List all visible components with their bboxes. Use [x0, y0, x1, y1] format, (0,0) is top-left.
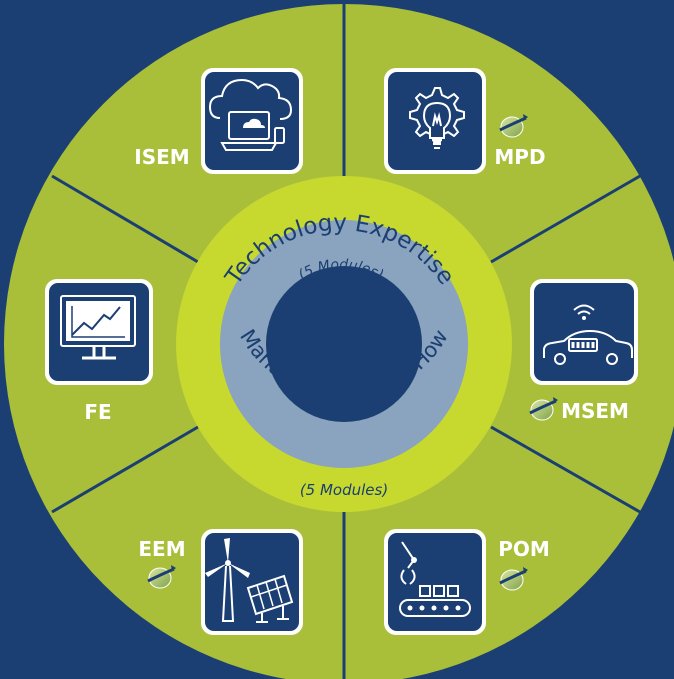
module-pom[interactable]: POM — [384, 529, 550, 635]
module-label: FE — [84, 400, 111, 424]
module-label: MSEM — [561, 399, 629, 423]
globe-icon — [499, 114, 528, 138]
module-mpd[interactable]: MPD — [384, 68, 546, 174]
wind-solar-icon — [205, 538, 294, 623]
wheel-dividers — [51, 0, 641, 679]
module-fe[interactable]: FE — [45, 279, 153, 424]
module-msem[interactable]: MSEM — [529, 279, 638, 423]
globe-icon — [499, 567, 528, 591]
module-label: EEM — [138, 537, 185, 561]
management-modules-count: (5 Modules) — [300, 481, 388, 499]
globe-icon — [147, 565, 176, 589]
module-label: POM — [498, 537, 550, 561]
robot-conveyor-icon — [399, 541, 471, 617]
center-circle — [266, 266, 422, 422]
connected-car-icon — [543, 304, 633, 365]
module-eem[interactable]: EEM — [138, 529, 303, 635]
globe-icon — [529, 397, 558, 421]
module-isem[interactable]: ISEM — [134, 68, 303, 174]
module-label: MPD — [494, 145, 545, 169]
monitor-chart-icon — [60, 295, 136, 360]
module-label: ISEM — [134, 145, 189, 169]
cloud-laptop-icon — [208, 78, 293, 151]
lightbulb-gear-icon — [409, 87, 465, 149]
